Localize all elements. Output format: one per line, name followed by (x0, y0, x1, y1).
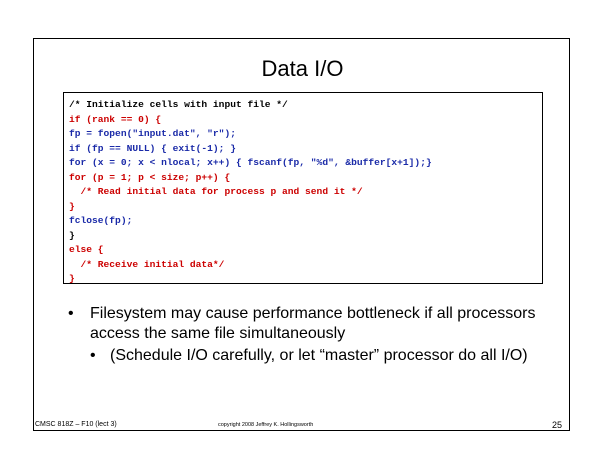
footer-course: CMSC 818Z – F10 (lect 3) (35, 421, 117, 428)
code-line: } (69, 200, 75, 212)
code-box: /* Initialize cells with input file */ i… (63, 92, 543, 284)
bullet-text: Filesystem may cause performance bottlen… (90, 305, 536, 342)
code-line: if (fp == NULL) { exit(-1); } (69, 142, 236, 154)
sub-bullet-marker: • (90, 347, 96, 364)
footer-copyright: copyright 2008 Jeffrey K. Hollingsworth (218, 422, 314, 428)
code-line: fp = fopen("input.dat", "r"); (69, 128, 236, 139)
code-line: } (69, 273, 75, 284)
bullet-list: • Filesystem may cause performance bottl… (68, 304, 538, 366)
code-line: for (p = 1; p < size; p++) { (69, 171, 231, 183)
slide-frame (33, 38, 570, 431)
code-line: } (69, 229, 75, 241)
code-line: else { (69, 244, 104, 255)
bullet-item: • Filesystem may cause performance bottl… (68, 304, 538, 344)
code-line: /* Receive initial data*/ (69, 258, 225, 270)
code-line: for (x = 0; x < nlocal; x++) { fscanf(fp… (69, 157, 432, 168)
bullet-marker: • (68, 305, 74, 322)
code-line: /* Initialize cells with input file */ (69, 99, 288, 110)
sub-bullet-text: (Schedule I/O carefully, or let “master”… (110, 347, 528, 364)
code-line: if (rank == 0) { (69, 113, 162, 125)
code-line: fclose(fp); (69, 215, 133, 226)
sub-bullet-item: • (Schedule I/O carefully, or let “maste… (68, 346, 538, 366)
slide-title: Data I/O (261, 56, 344, 81)
code-line: /* Read initial data for process p and s… (69, 186, 363, 197)
page-number: 25 (552, 420, 563, 430)
